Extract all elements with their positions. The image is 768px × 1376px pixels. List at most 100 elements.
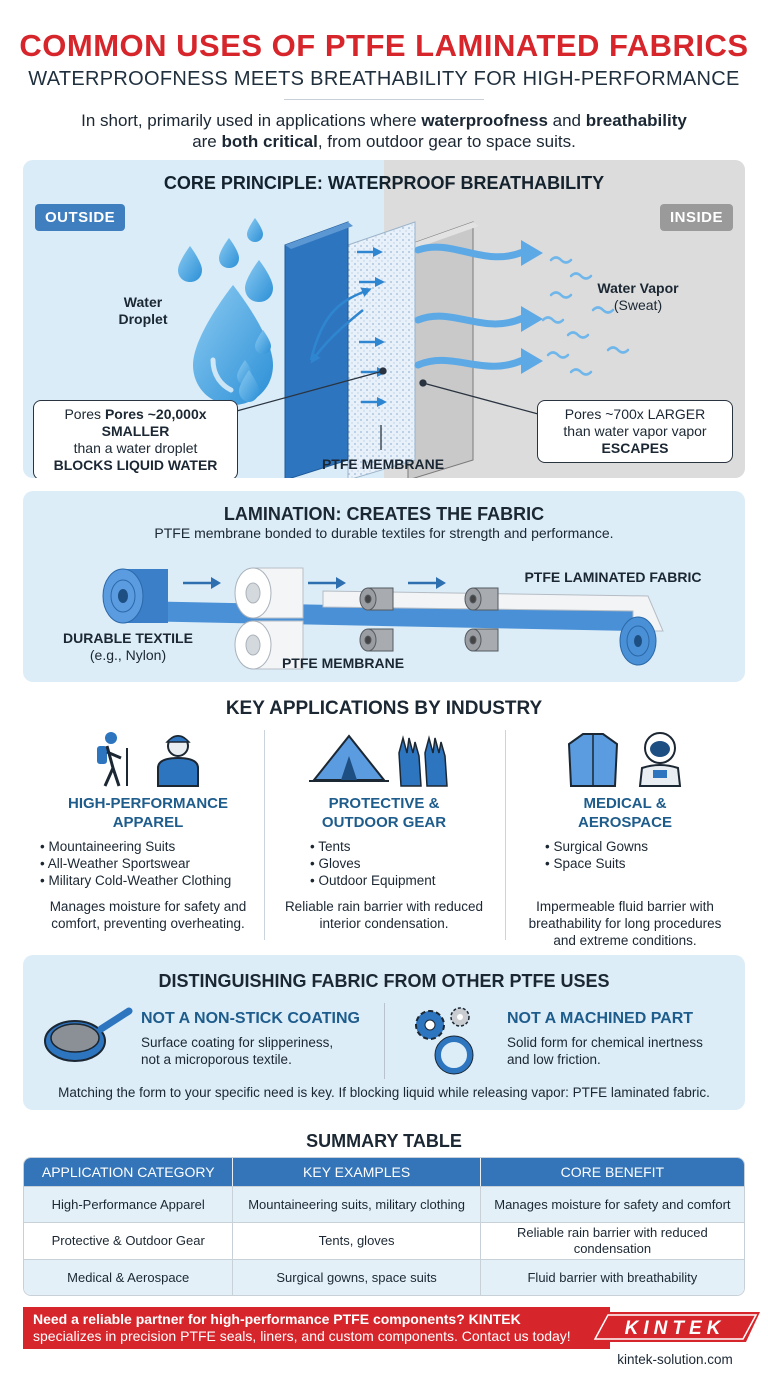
heading-line: AEROSPACE: [578, 814, 672, 831]
membrane-layers: [284, 221, 479, 478]
table-cell: Manages moisture for safety and comfort: [480, 1186, 744, 1222]
desc-line: and extreme conditions.: [553, 933, 697, 948]
table-cell: Medical & Aerospace: [24, 1259, 234, 1295]
callout-line: BLOCKS LIQUID WATER: [53, 457, 218, 473]
lamination-process-diagram: [102, 567, 664, 670]
kintek-logo[interactable]: KINTEK: [590, 1312, 760, 1342]
ptfe-membrane-roll-label: PTFE MEMBRANE: [281, 655, 405, 671]
column-divider: [264, 730, 265, 940]
summary-table: APPLICATION CATEGORY KEY EXAMPLES CORE B…: [23, 1157, 745, 1296]
desc-line: comfort, preventing overheating.: [51, 916, 245, 931]
applications-title: KEY APPLICATIONS BY INDUSTRY: [225, 698, 543, 719]
tent-gloves-icon: [309, 734, 448, 787]
callout-line: than a water droplet: [73, 440, 198, 456]
column-divider: [505, 730, 506, 940]
distinguish-footer: Matching the form to your specific need …: [58, 1085, 710, 1100]
list-item: Outdoor Equipment: [310, 872, 435, 889]
logo-text: KINTEK: [625, 1318, 726, 1339]
intro-part: In short, primarily used in applications…: [81, 111, 422, 130]
table-cell: Surgical gowns, space suits: [233, 1259, 481, 1295]
header-divider: [284, 99, 484, 100]
heading-line: MEDICAL &: [583, 795, 667, 812]
list-item: Military Cold-Weather Clothing: [40, 872, 231, 889]
callout-line: than water vapor vapor: [563, 423, 707, 439]
intro-part: , from outdoor gear to space suits.: [317, 132, 576, 151]
desc-line: Impermeable fluid barrier with: [536, 899, 714, 914]
page-subtitle: WATERPROOFNESS MEETS BREATHABILITY FOR H…: [28, 68, 740, 90]
apparel-list: Mountaineering Suits All-Weather Sportsw…: [40, 838, 232, 889]
intro-emphasis: both critical: [221, 132, 318, 151]
text-line: Solid form for chemical inertness: [507, 1035, 703, 1050]
pores-smaller-callout: Pores Pores ~20,000x SMALLER than a wate…: [33, 400, 238, 478]
label-line: (Sweat): [613, 297, 663, 313]
list-item: Surgical Gowns: [545, 838, 648, 855]
callout-line: Pores Pores ~20,000x SMALLER: [64, 406, 207, 439]
intro-part: and: [547, 111, 586, 130]
label-line: (e.g., Nylon): [89, 647, 167, 663]
membrane-roll-icon: [234, 567, 304, 670]
membrane-diagram: [178, 218, 630, 478]
table-cell: High-Performance Apparel: [24, 1186, 234, 1222]
distinguish-panel: DISTINGUISHING FABRIC FROM OTHER PTFE US…: [23, 955, 745, 1110]
list-item: All-Weather Sportswear: [40, 855, 231, 872]
core-principle-panel: CORE PRINCIPLE: WATERPROOF BREATHABILITY…: [23, 160, 745, 478]
intro-text: In short, primarily used in applications…: [40, 110, 728, 152]
label-line: Water: [123, 294, 163, 310]
medical-column: MEDICAL & AEROSPACE Surgical Gowns Space …: [505, 728, 745, 948]
laminated-fabric-label: PTFE LAMINATED FABRIC: [524, 569, 702, 585]
water-droplet-icon: [178, 218, 273, 405]
column-header: KEY EXAMPLES: [233, 1158, 481, 1186]
callout-lines: [232, 367, 554, 450]
table-cell: Protective & Outdoor Gear: [24, 1222, 234, 1259]
water-vapor-icon: [541, 256, 630, 376]
durable-textile-label: DURABLE TEXTILE(e.g., Nylon): [58, 630, 198, 664]
list-item: Space Suits: [545, 855, 648, 872]
distinguish-title: DISTINGUISHING FABRIC FROM OTHER PTFE US…: [158, 971, 610, 991]
desc-line: breathability for long procedures: [528, 916, 722, 931]
machined-part-text: Solid form for chemical inertness and low…: [507, 1034, 703, 1068]
medical-heading: MEDICAL & AEROSPACE: [505, 794, 745, 832]
distinguish-divider: [384, 1003, 385, 1079]
intro-emphasis: waterproofness: [421, 111, 548, 130]
gear-list: Tents Gloves Outdoor Equipment: [310, 838, 436, 889]
banner-line: Need a reliable partner for high-perform…: [33, 1311, 521, 1327]
lamination-subtitle: PTFE membrane bonded to durable textiles…: [154, 525, 614, 541]
gear-column: PROTECTIVE &OUTDOOR GEAR Tents Gloves Ou…: [264, 728, 504, 948]
text-line: Surface coating for slipperiness,: [141, 1035, 334, 1050]
website-link[interactable]: kintek-solution.com: [617, 1352, 733, 1367]
table-row: Medical & Aerospace Surgical gowns, spac…: [24, 1259, 744, 1295]
roller-icons: [359, 587, 499, 652]
contact-banner[interactable]: Need a reliable partner for high-perform…: [23, 1307, 610, 1349]
non-stick-heading: NOT A NON-STICK COATING: [141, 1010, 360, 1027]
pore-arrow-icons: [309, 247, 387, 407]
label-line: Water Vapor: [597, 280, 679, 296]
lamination-title: LAMINATION: CREATES THE FABRIC: [223, 504, 545, 524]
callout-line: ESCAPES: [601, 440, 669, 456]
heading-line: OUTDOOR GEAR: [321, 814, 447, 831]
list-item: Gloves: [310, 855, 436, 872]
gear-ring-icon: [415, 1007, 474, 1075]
contact-banner-text: Need a reliable partner for high-perform…: [33, 1311, 608, 1345]
column-header: CORE BENEFIT: [480, 1158, 744, 1186]
text-line: and low friction.: [507, 1052, 601, 1067]
process-arrow-icons: [183, 577, 446, 589]
inside-tag: INSIDE: [659, 204, 733, 231]
textile-roll-icon: [102, 568, 168, 624]
intro-part: are: [192, 132, 222, 151]
non-stick-text: Surface coating for slipperiness,not a m…: [141, 1034, 333, 1068]
water-vapor-label: Water Vapor(Sweat): [578, 280, 698, 314]
table-row: High-Performance Apparel Mountaineering …: [24, 1186, 744, 1222]
intro-emphasis: breathability: [585, 111, 687, 130]
gown-astronaut-icon: [567, 732, 682, 787]
table-cell: Fluid barrier with breathability: [480, 1259, 744, 1295]
medical-description: Impermeable fluid barrier with breathabil…: [505, 898, 745, 949]
pores-larger-callout: Pores ~700x LARGER than water vapor vapo…: [537, 400, 733, 463]
ptfe-membrane-label: PTFE MEMBRANE: [321, 456, 445, 472]
list-item: Tents: [310, 838, 436, 855]
callout-line: Pores ~700x LARGER: [564, 406, 706, 422]
frying-pan-icon: [44, 1007, 133, 1062]
desc-line: Reliable rain barrier with reduced: [284, 899, 484, 914]
